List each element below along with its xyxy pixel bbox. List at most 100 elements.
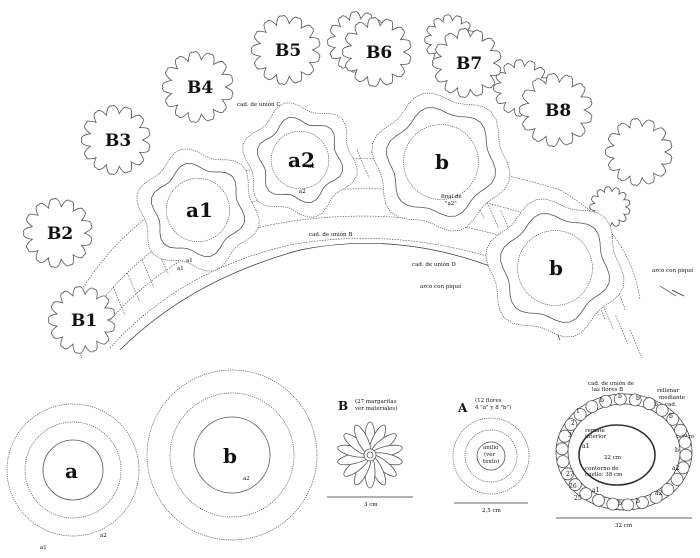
assembly-bead: [649, 490, 663, 504]
assembly-bead: [585, 400, 599, 414]
note-arco-pico: arco con piqué: [420, 283, 461, 290]
flower-a-tag2: a2: [100, 533, 107, 539]
assembly-letter: a2: [655, 490, 663, 497]
assembly-number: 3: [568, 432, 572, 439]
assembly-bead: [621, 498, 635, 512]
daisy-b6: B6: [342, 17, 412, 87]
assembly-number: 27: [566, 471, 574, 478]
rose-3: b: [371, 92, 511, 232]
assembly-letter: b: [636, 395, 640, 402]
assembly-letter: a2: [672, 465, 680, 472]
motif-b-daisy: B (27 margaritas ver materiales) 3 cm: [327, 398, 413, 508]
motif-a-center1: anillo: [483, 445, 499, 451]
assembly-letter: b: [618, 500, 622, 507]
flower-b-tag: a2: [243, 476, 250, 482]
note-a1-small: a1: [186, 258, 193, 264]
daisy-label: B8: [545, 101, 571, 121]
assembly-bottom-dim: 32 cm: [615, 523, 633, 529]
assembly-number: 1: [576, 408, 580, 415]
assembly-number: 2: [571, 420, 575, 427]
assembly-bead: [679, 448, 693, 462]
flower-a-tag1: a1: [40, 545, 47, 551]
assembly-bead: [555, 442, 569, 456]
detail-row: a a1 a2 b a2 B (27 margaritas ver materi…: [6, 369, 695, 551]
assembly-head2: las flores B: [592, 387, 623, 393]
note-cad-union-b: cad. de unión B: [309, 231, 352, 238]
motif-a-center3: texto): [483, 458, 499, 465]
assembly-inner1: remate: [585, 428, 605, 434]
assembly-bead: [636, 496, 649, 510]
assembly-bead: [628, 393, 642, 407]
assembly-right1: rellenar: [657, 388, 679, 394]
assembly-number: 26: [569, 483, 577, 490]
assembly-right2: mediante: [659, 395, 685, 401]
rose-label: b: [549, 256, 563, 280]
daisy-b3: B3: [81, 105, 151, 175]
rose-label: b: [435, 150, 449, 174]
motif-b-letter: B: [338, 399, 348, 413]
daisy-b4: B4: [162, 51, 234, 123]
assembly-bead: [556, 455, 570, 469]
note-final-de: final de: [441, 194, 462, 200]
note-a1-tick: a1: [177, 266, 184, 272]
motif-a-desc1: (12 flores: [475, 397, 502, 404]
motif-a-desc2: 4 "a" y 8 "b"): [475, 404, 511, 411]
note-arco-pico-right: arco con piqué: [652, 267, 693, 274]
motif-a-letter: A: [457, 401, 468, 415]
assembly-letter: a1: [592, 487, 599, 494]
assembly-inner3: contorno de: [585, 466, 618, 472]
assembly-bead: [606, 497, 620, 511]
daisy-b7: B7: [432, 28, 502, 98]
assembly-bead: [558, 429, 572, 443]
assembly-mid-dim: 22 cm: [604, 455, 622, 461]
daisy-label: B2: [47, 224, 73, 244]
assembly-bead: [666, 412, 680, 426]
motif-b-desc1: (27 margaritas: [355, 398, 397, 405]
note-cad-union-c: cad. de unión C: [237, 101, 281, 108]
assembly-inner2: interior: [585, 434, 606, 440]
assembly-bead: [613, 392, 627, 406]
note-final-de-sub: "a2": [445, 201, 457, 207]
assembly-inner4: cuello: 38 cm: [585, 472, 623, 478]
rose-label: a1: [186, 198, 213, 222]
assembly-letter: b: [636, 498, 640, 505]
note-a2-small: a2: [299, 189, 306, 195]
assembly-bead: [561, 467, 574, 481]
assembly-bead: [676, 461, 690, 475]
daisy-b8: B8: [519, 73, 593, 147]
note-cad-union-d: cad. de unión D: [412, 261, 456, 268]
assembly-head1: cad. de unión de: [588, 380, 634, 387]
assembly-number: 25: [574, 495, 582, 502]
assembly-bead: [599, 394, 612, 408]
motif-b-dim: 3 cm: [364, 502, 378, 508]
assembly-letter: b: [618, 393, 622, 400]
assembly-letter: b: [654, 401, 658, 408]
assembly-diagram: cad. de unión de las flores B rellenar m…: [555, 380, 695, 529]
motif-a-dim: 2,5 cm: [482, 508, 502, 514]
assembly-bead: [568, 478, 582, 492]
daisy-label: B1: [71, 311, 97, 331]
assembly-letter: b: [600, 397, 604, 404]
motif-a-flower: A (12 flores 4 "a" y 8 "b") anillo (ver …: [452, 397, 530, 514]
assembly-bead: [661, 483, 675, 496]
flower-a-label: a: [65, 459, 78, 483]
assembly-letter: b: [669, 413, 673, 420]
background-daisy: [605, 118, 673, 186]
motif-a-center2: (ver: [484, 451, 496, 458]
daisy-label: B3: [105, 131, 131, 151]
assembly-bead: [655, 403, 669, 417]
assembly-bead: [670, 472, 684, 486]
assembly-right3: cad.: [665, 402, 677, 408]
rose-1: a1: [136, 148, 260, 272]
assembly-bead: [643, 397, 656, 411]
daisy-label: B4: [187, 78, 213, 98]
daisy-b2: B2: [23, 198, 93, 268]
daisy-b1: B1: [48, 286, 116, 354]
flower-b-label: b: [223, 444, 237, 468]
assembly-bead: [564, 418, 578, 432]
assembly-letter: a1: [582, 443, 589, 450]
assembly-bead: [674, 423, 687, 437]
